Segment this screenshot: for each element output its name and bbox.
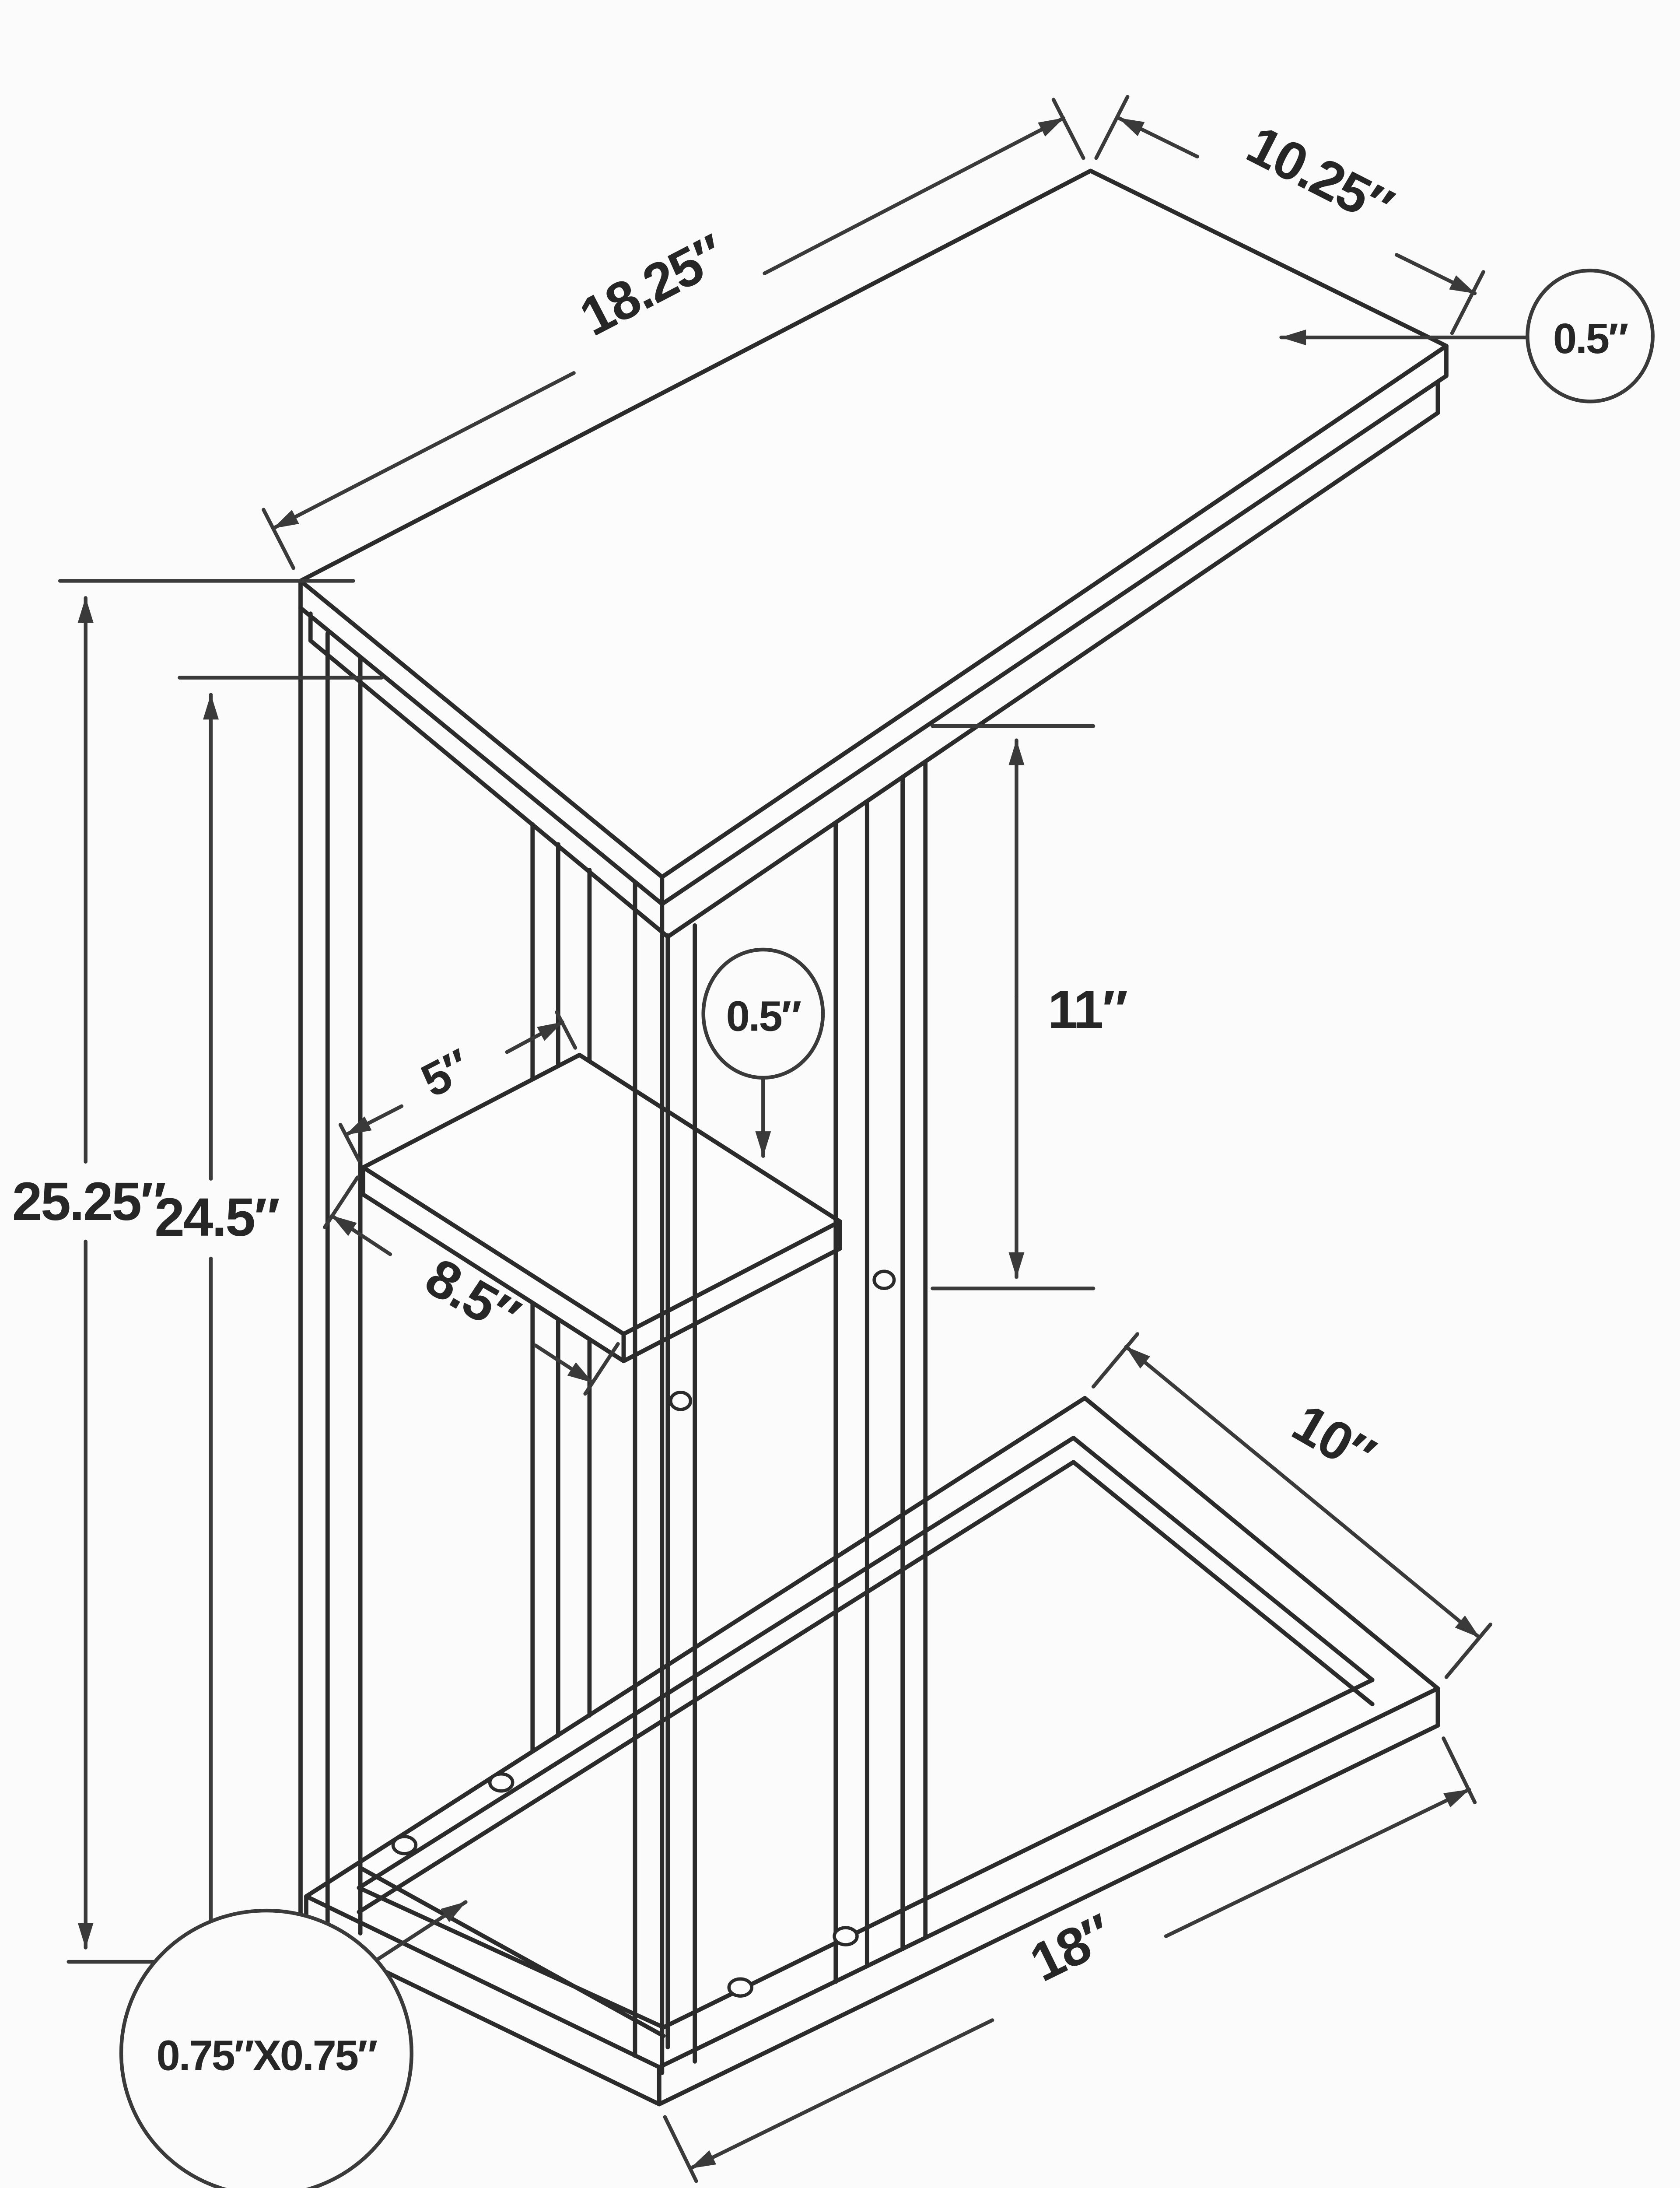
- screw-icon: [488, 1772, 514, 1793]
- screw-icon: [391, 1835, 418, 1855]
- left-panel-rear-leg: [633, 879, 697, 2075]
- dimension-label: 11″: [1048, 979, 1127, 1040]
- dimension-label: 10″: [1283, 1392, 1384, 1486]
- callout-top-thickness: 0.5″: [1279, 268, 1655, 403]
- shelf-south-face: [621, 1219, 842, 1364]
- left-panel-bottom-rail: [358, 1865, 666, 2038]
- callout-shelf-thickness: 0.5″: [701, 947, 825, 1158]
- dimension-opening-height: 11″: [931, 724, 1128, 1290]
- top-south-edge-face: [660, 344, 1449, 906]
- middle-shelf: [361, 1052, 842, 1364]
- dimension-label: 18″: [1021, 1903, 1121, 1993]
- left-panel-front-leg: [298, 606, 363, 1950]
- dimension-label: 0.5″: [1553, 315, 1628, 362]
- screw-icon: [833, 1926, 859, 1946]
- callout-leg-profile: 0.75″X0.75″: [119, 1900, 468, 2188]
- dimension-overall-height: 25.25″: [12, 579, 355, 1964]
- screw-icon: [727, 1977, 754, 1998]
- dimension-label: 5″: [413, 1039, 479, 1108]
- dimension-label: 0.5″: [726, 992, 801, 1040]
- top-lip-edges: [308, 379, 1440, 939]
- dimension-label: 25.25″: [12, 1171, 165, 1232]
- base-frame: [304, 1396, 1440, 2107]
- base-inner-face-edges: [357, 1460, 1375, 1914]
- screw-icon: [872, 1269, 896, 1290]
- callout-circle: [1526, 268, 1655, 403]
- dimension-label: 0.75″X0.75″: [157, 2031, 377, 2079]
- callout-circle: [119, 1908, 413, 2188]
- screw-holes: [391, 1269, 896, 1998]
- middle-back-post: [833, 759, 928, 1984]
- dimension-label: 18.25″: [570, 223, 734, 347]
- dimension-frame-height: 24.5″: [154, 676, 384, 1950]
- screw-icon: [669, 1391, 693, 1411]
- dimension-label: 10.25″: [1238, 114, 1402, 238]
- table-top: [298, 168, 1449, 939]
- dimension-label: 24.5″: [154, 1187, 279, 1248]
